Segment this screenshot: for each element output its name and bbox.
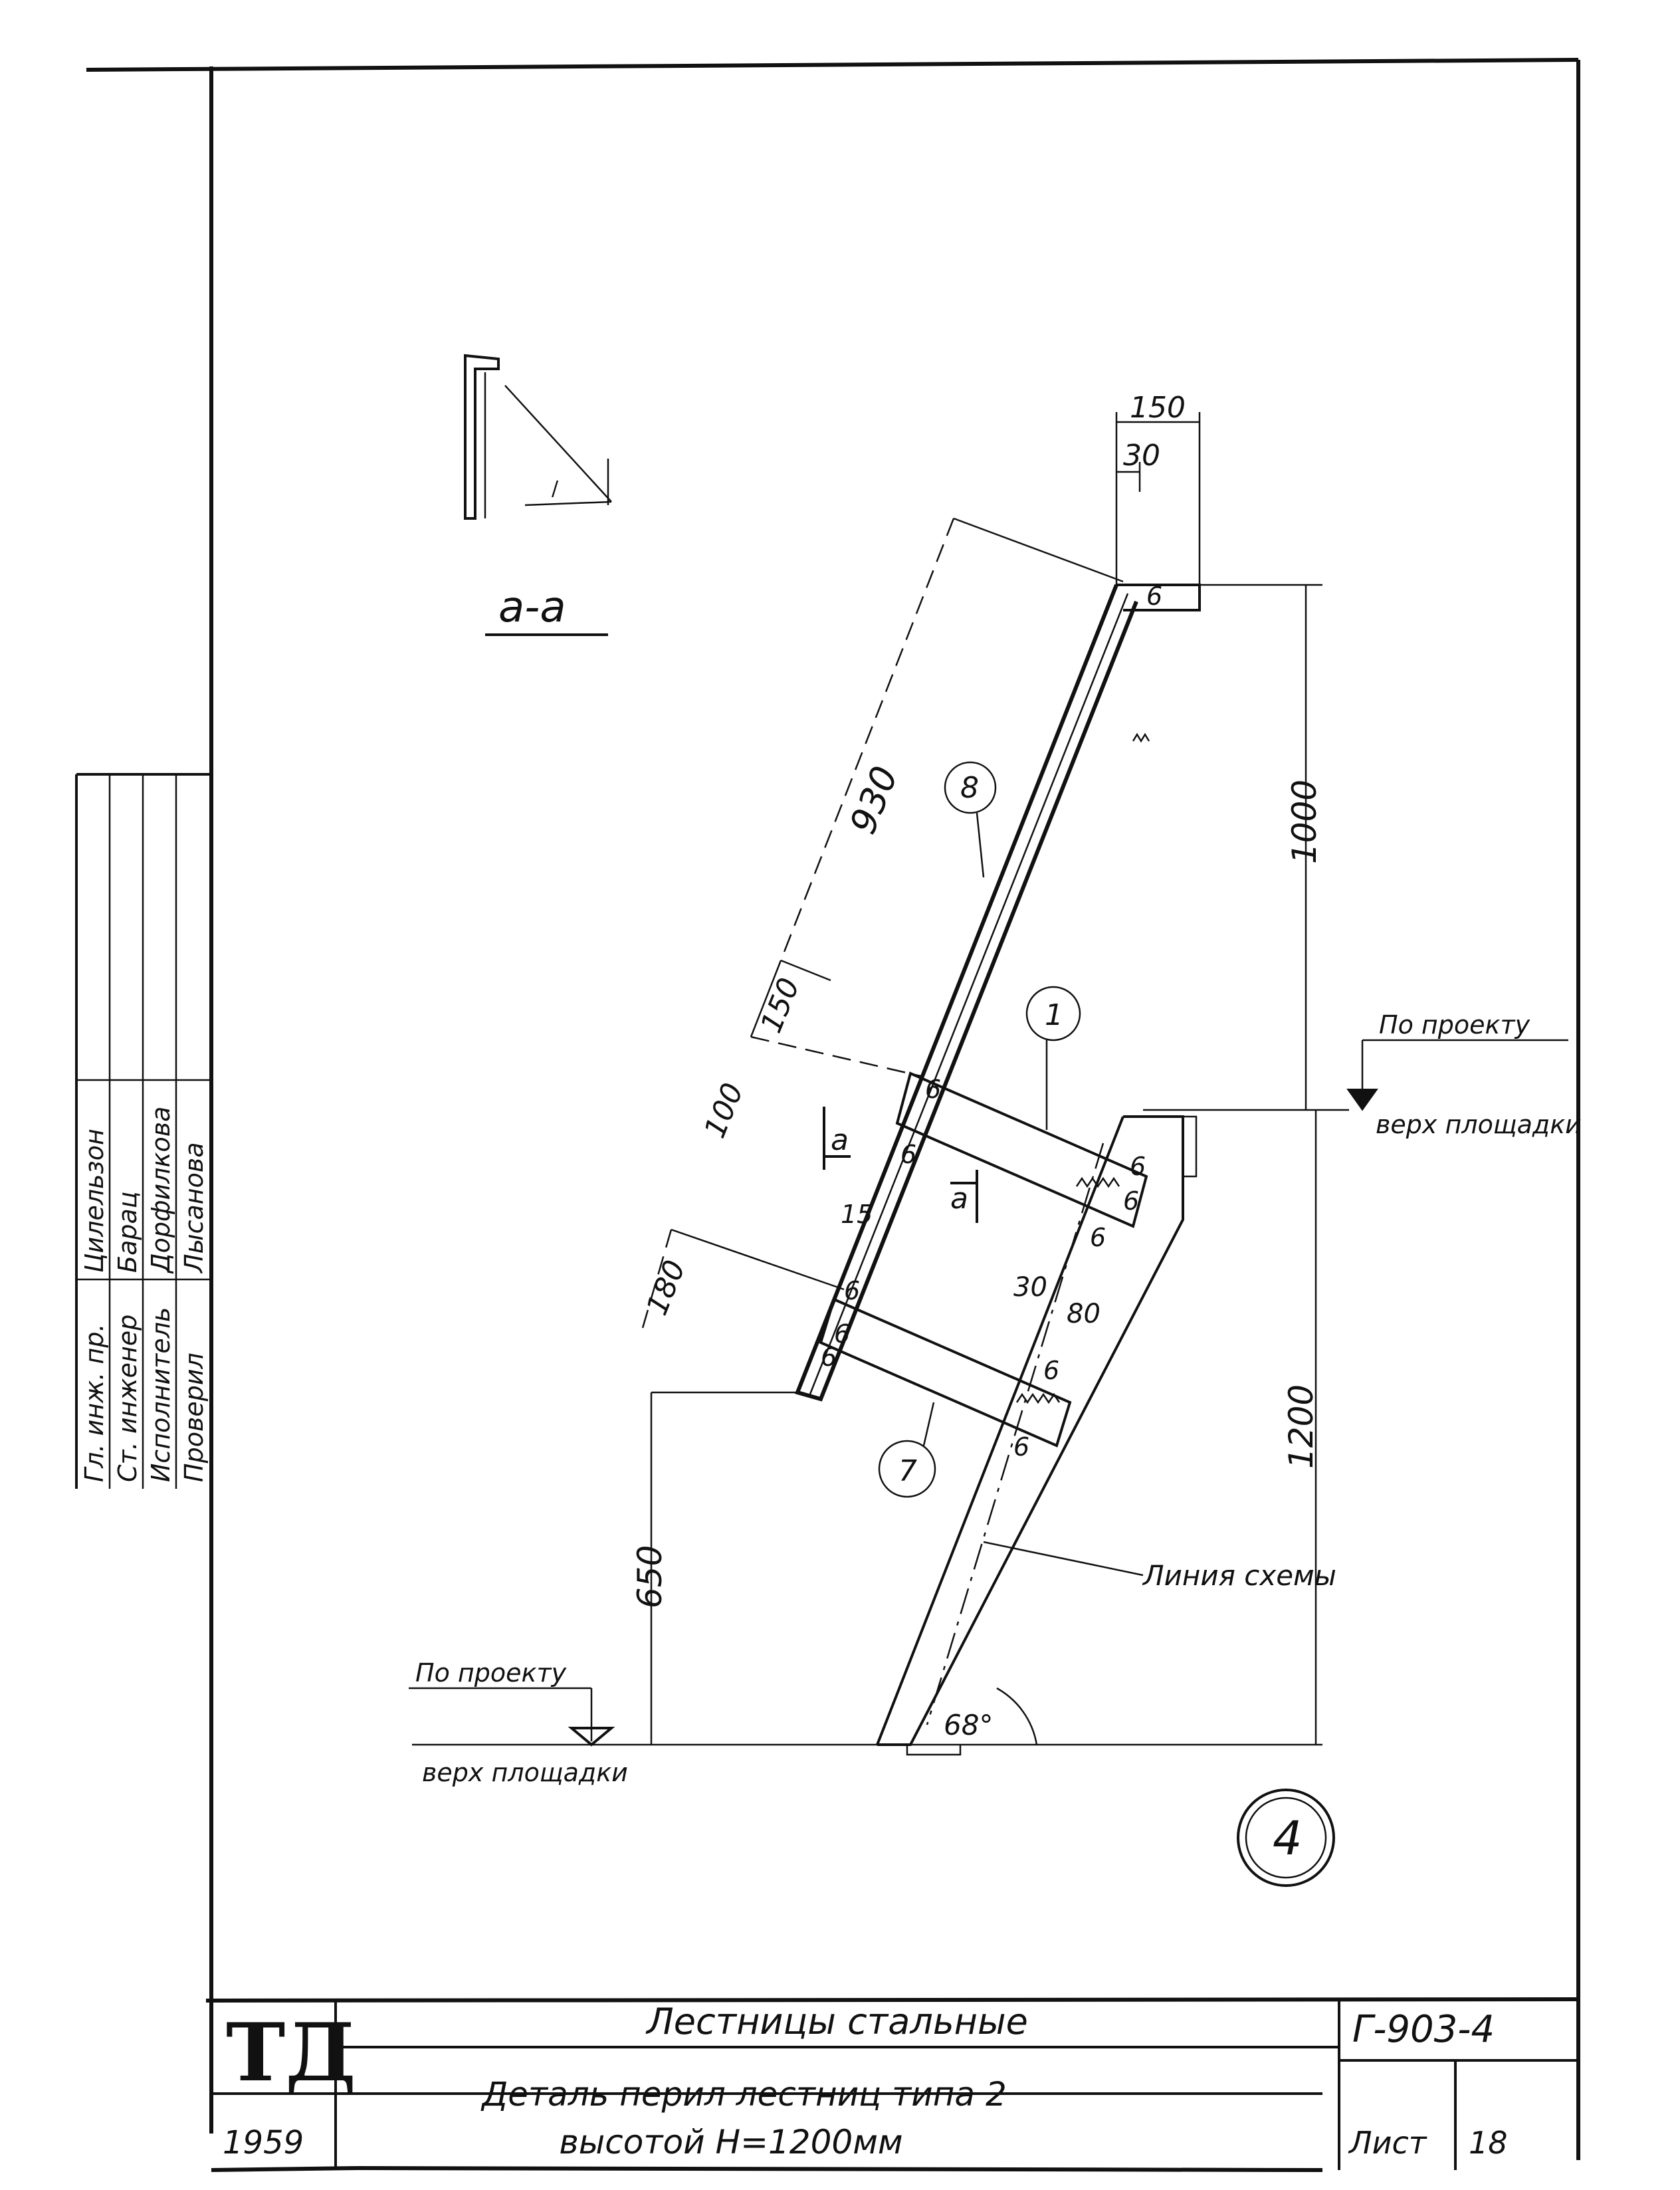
dim-80: 80 (1067, 1299, 1101, 1329)
level-left-project: По проекту (415, 1658, 567, 1688)
position-mark-7: 7 (898, 1454, 917, 1488)
dim-150-top: 150 (1130, 391, 1186, 425)
name-4: Лысанова (179, 1142, 209, 1274)
level-left-top: верх площадки (422, 1758, 628, 1787)
position-mark-8: 8 (960, 771, 979, 805)
dim-1000: 1000 (1285, 780, 1324, 864)
weld-size: 6 (834, 1319, 850, 1349)
name-3: Дорфилкова (146, 1107, 175, 1274)
angle-68: 68° (944, 1709, 993, 1741)
weld-size: 6 (1090, 1223, 1106, 1252)
level-right-top: верх площадки (1376, 1110, 1582, 1139)
sheet-frame (86, 58, 1580, 2172)
logo-td: ТД (226, 2006, 356, 2100)
name-2: Барац (113, 1191, 142, 1273)
weld-size: 6 (844, 1276, 860, 1305)
weld-size: 6 (1043, 1356, 1059, 1385)
scheme-line-label: Линия схемы (1142, 1559, 1336, 1592)
weld-size: 6 (900, 1140, 916, 1169)
weld-size: 6 (925, 1075, 941, 1104)
section-aa-sketch: / а-а (464, 354, 612, 636)
dim-30-mid: 30 (1013, 1272, 1047, 1303)
railing-detail: 150 30 930 150 100 15 180 30 80 1000 120… (409, 391, 1582, 1787)
dim-30-top: 30 (1123, 439, 1160, 473)
section-aa-label: а-а (498, 583, 566, 632)
title-block: ТД 1959 Лестницы стальные Деталь перил л… (205, 1997, 1579, 2170)
dim-930: 930 (841, 760, 906, 839)
role-1: Гл. инж. пр. (80, 1323, 109, 1482)
weld-size: 6 (1146, 582, 1162, 611)
cut-mark-a-2: а (950, 1182, 968, 1216)
role-3: Исполнитель (146, 1307, 175, 1482)
dim-1200: 1200 (1282, 1384, 1320, 1469)
signature-block: Гл. инж. пр. Цилельзон Ст. инженер Барац… (75, 773, 211, 1489)
position-mark-1: 1 (1045, 998, 1063, 1032)
level-right-project: По проекту (1379, 1010, 1530, 1040)
dim-15: 15 (841, 1200, 873, 1229)
sheet-label: Лист (1348, 2125, 1427, 2161)
section-aa-angle-mark: / (552, 477, 559, 500)
drawing-subtitle-1: Деталь перил лестниц типа 2 (480, 2075, 1007, 2114)
drawing-subtitle-2: высотой H=1200мм (559, 2123, 902, 2161)
detail-number: 4 (1273, 1811, 1303, 1866)
detail-number-badge: 4 (1237, 1789, 1335, 1887)
weld-size: 6 (821, 1343, 837, 1372)
weld-size: 6 (1123, 1186, 1139, 1216)
role-2: Ст. инженер (113, 1315, 142, 1482)
role-4: Проверил (179, 1353, 209, 1482)
weld-size: 6 (1130, 1152, 1146, 1181)
dim-650: 650 (631, 1545, 669, 1608)
drawing-title: Лестницы стальные (645, 2001, 1028, 2042)
drawing-code: Г-903-4 (1352, 2008, 1495, 2051)
dim-100: 100 (698, 1078, 750, 1143)
year: 1959 (223, 2124, 304, 2161)
sheet-number: 18 (1469, 2125, 1508, 2161)
weld-size: 6 (1013, 1432, 1029, 1462)
dim-150-mid: 150 (754, 973, 807, 1038)
cut-mark-a-1: а (831, 1123, 849, 1157)
dim-180: 180 (640, 1256, 692, 1320)
name-1: Цилельзон (80, 1129, 109, 1273)
